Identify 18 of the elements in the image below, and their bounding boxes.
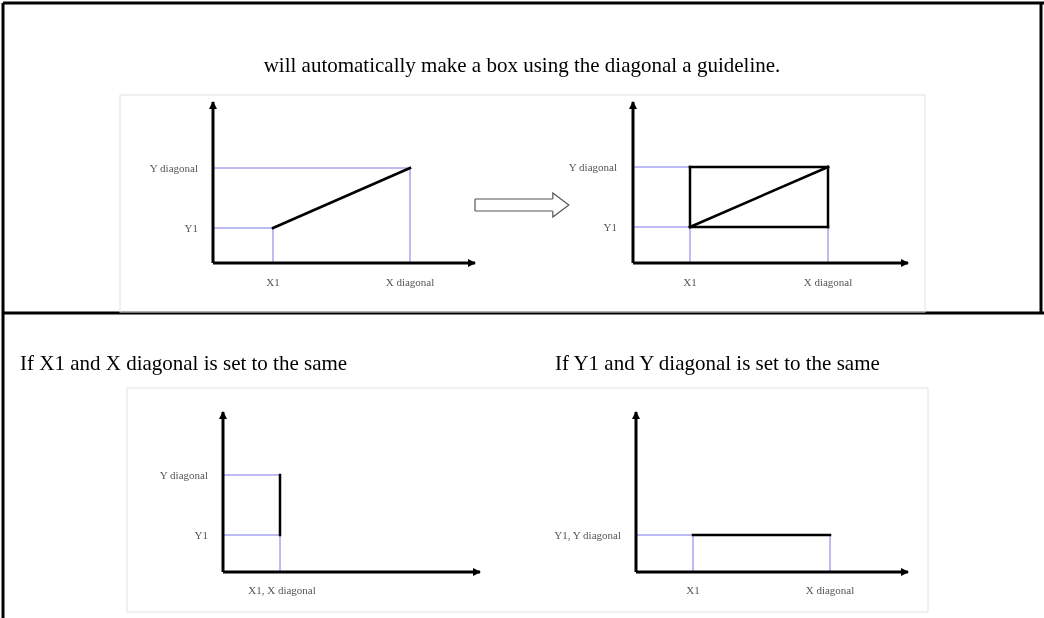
caption-text: If X1 and X diagonal is set to the same	[20, 351, 348, 375]
axis-label: Y1	[194, 528, 208, 542]
axis-label: X diagonal	[805, 583, 855, 597]
axis-label: Y1	[184, 221, 198, 235]
hollow-arrow	[474, 192, 570, 218]
axis-label: Y1, Y diagonal	[554, 528, 621, 542]
axis-label: X1, X diagonal	[248, 583, 316, 597]
axis-label: X1	[686, 583, 700, 597]
axis-label: Y1	[603, 220, 617, 234]
axis-label: X diagonal	[385, 275, 435, 289]
axis-label: X1	[683, 275, 697, 289]
heading-text: will automatically make a box using the diagonal a guideline.	[262, 53, 782, 77]
axis-label: X1	[266, 275, 280, 289]
axis-label: Y diagonal	[149, 161, 198, 175]
axis-label: Y diagonal	[159, 468, 208, 482]
axis-label: X diagonal	[803, 275, 853, 289]
caption-text: If Y1 and Y diagonal is set to the same	[555, 351, 880, 375]
axis-label: Y diagonal	[568, 160, 617, 174]
